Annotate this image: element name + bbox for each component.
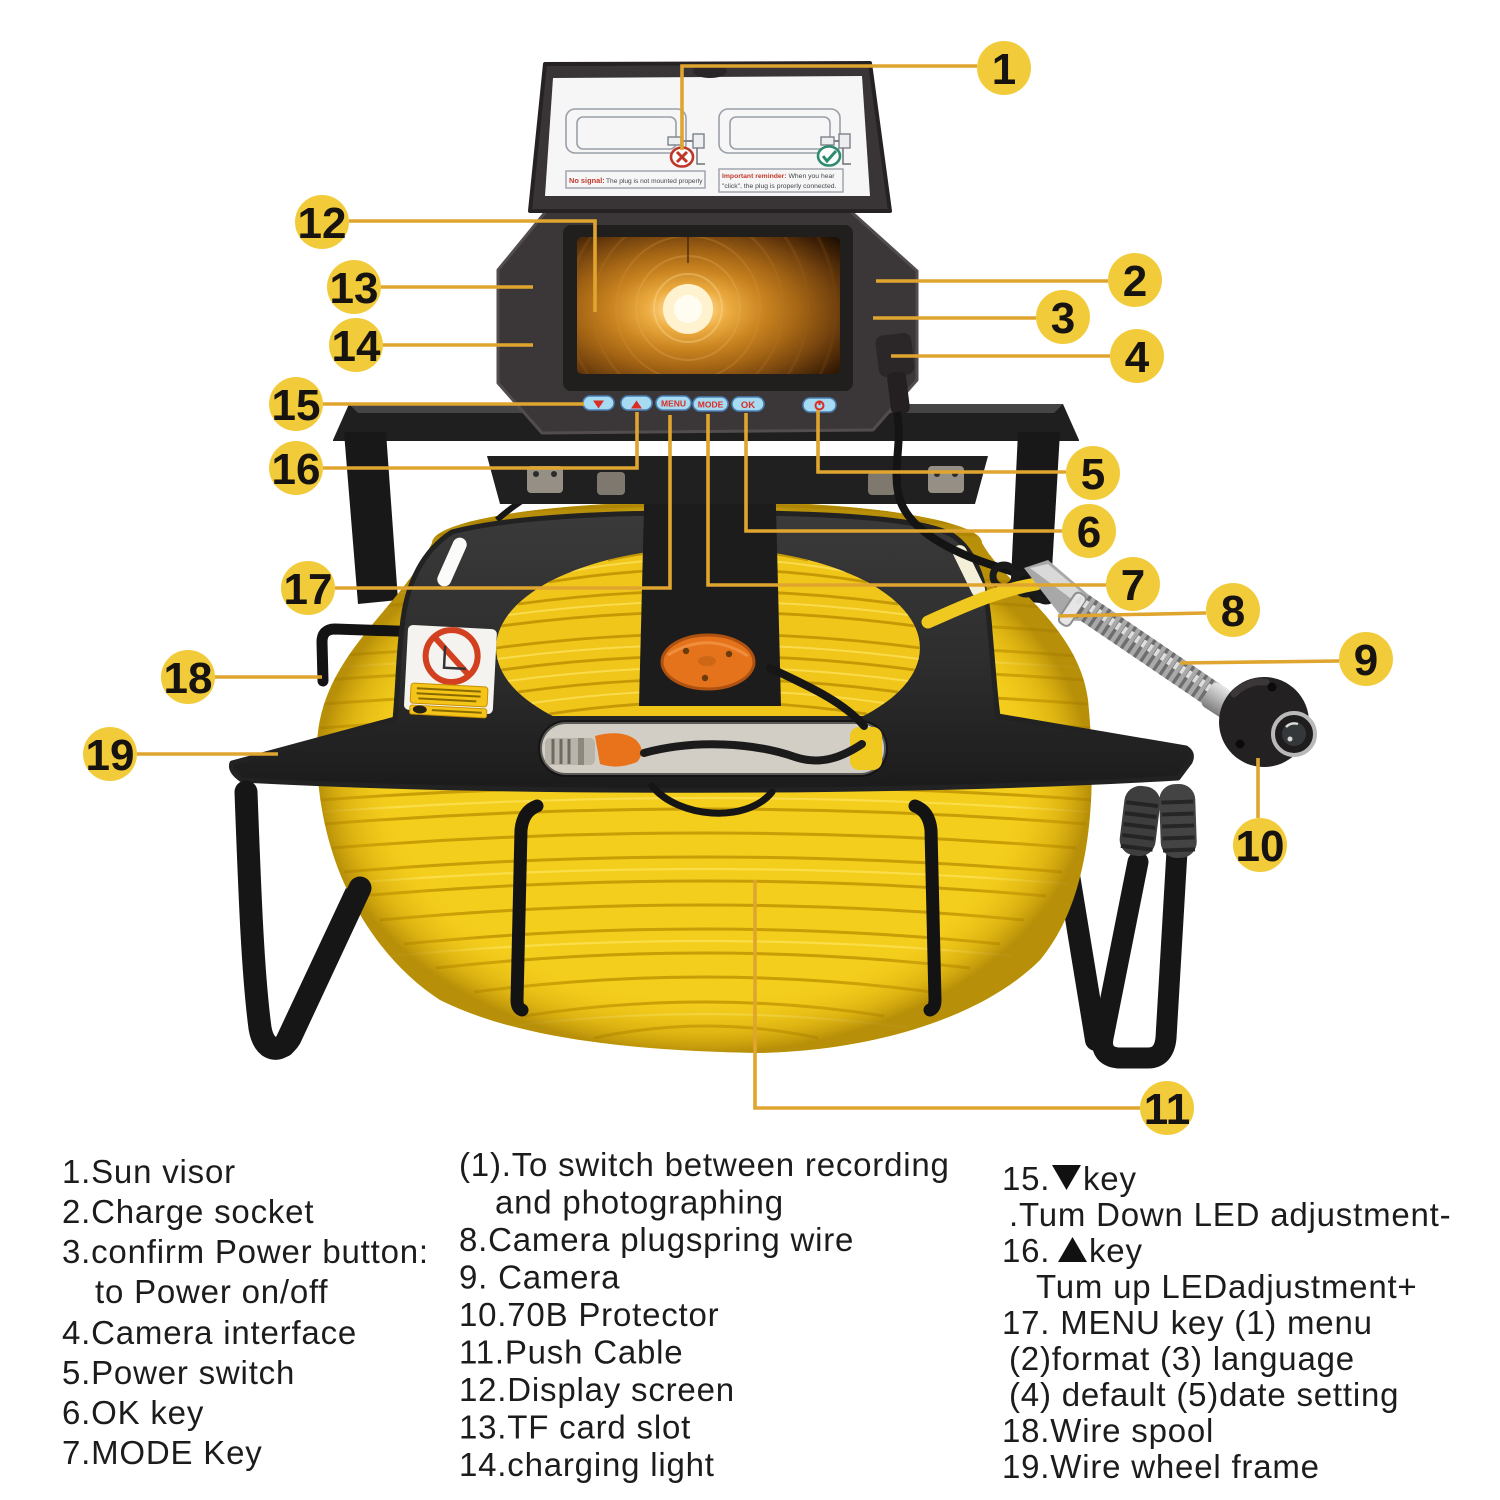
svg-text:12: 12: [298, 199, 347, 248]
svg-text:No signal:: No signal:: [569, 176, 605, 185]
svg-text:7: 7: [1121, 561, 1145, 610]
svg-text:(2)format (3) language: (2)format (3) language: [1009, 1340, 1355, 1377]
svg-text:16: 16: [272, 445, 321, 494]
svg-text:2: 2: [1123, 257, 1147, 306]
svg-text:18.Wire spool: 18.Wire spool: [1002, 1412, 1214, 1449]
svg-text:13: 13: [330, 264, 379, 313]
svg-text:5: 5: [1081, 450, 1105, 499]
svg-text:17: 17: [284, 565, 333, 614]
svg-text:19: 19: [86, 731, 135, 780]
svg-text:10.70B Protector: 10.70B Protector: [459, 1296, 719, 1333]
svg-text:15: 15: [272, 381, 321, 430]
svg-text:11.Push Cable: 11.Push Cable: [459, 1334, 683, 1371]
svg-text:3: 3: [1051, 294, 1075, 343]
svg-text:5.Power switch: 5.Power switch: [62, 1354, 295, 1391]
svg-text:MENU: MENU: [661, 399, 686, 409]
svg-text:14: 14: [332, 322, 381, 371]
svg-text:The plug is not mounted proper: The plug is not mounted properly: [606, 178, 703, 185]
svg-text:1.Sun visor: 1.Sun visor: [62, 1153, 236, 1190]
svg-text:10: 10: [1236, 822, 1285, 871]
svg-text:OK: OK: [741, 400, 755, 411]
svg-text:2.Charge socket: 2.Charge socket: [62, 1193, 314, 1230]
svg-text:8: 8: [1221, 587, 1245, 636]
svg-text:13.TF card slot: 13.TF card slot: [459, 1409, 691, 1446]
svg-text:19.Wire wheel frame: 19.Wire wheel frame: [1002, 1448, 1320, 1485]
svg-text:key: key: [1083, 1160, 1137, 1197]
svg-text:16.: 16.: [1002, 1232, 1050, 1269]
svg-text:1: 1: [992, 45, 1016, 94]
svg-text:17. MENU key (1) menu: 17. MENU key (1) menu: [1002, 1304, 1373, 1341]
svg-text:3.confirm Power button:: 3.confirm Power button:: [62, 1233, 429, 1270]
svg-text:"click", the plug is properly: "click", the plug is properly connected.: [722, 183, 837, 190]
svg-text:14.charging light: 14.charging light: [459, 1446, 715, 1483]
svg-text:4.Camera interface: 4.Camera interface: [62, 1314, 357, 1351]
svg-text:9. Camera: 9. Camera: [459, 1259, 620, 1296]
svg-text:11: 11: [1144, 1085, 1191, 1134]
svg-text:18: 18: [164, 654, 213, 703]
svg-text:7.MODE Key: 7.MODE Key: [62, 1434, 263, 1471]
svg-text:(1).To switch between recordin: (1).To switch between recording: [459, 1146, 950, 1183]
svg-text:8.Camera plugspring wire: 8.Camera plugspring wire: [459, 1221, 854, 1258]
svg-text:.Tum Down LED adjustment-: .Tum Down LED adjustment-: [1009, 1196, 1451, 1233]
svg-text:Tum up LEDadjustment+: Tum up LEDadjustment+: [1036, 1268, 1418, 1305]
svg-text:15.: 15.: [1002, 1160, 1050, 1197]
svg-text:Important reminder: When yo: Important reminder: When you hear: [722, 173, 835, 180]
svg-text:key: key: [1089, 1232, 1143, 1269]
svg-text:to Power on/off: to Power on/off: [95, 1273, 328, 1310]
svg-text:6.OK key: 6.OK key: [62, 1394, 204, 1431]
svg-text:and photographing: and photographing: [495, 1184, 784, 1221]
svg-text:6: 6: [1077, 508, 1101, 557]
svg-text:(4) default (5)date setting: (4) default (5)date setting: [1009, 1376, 1399, 1413]
svg-text:12.Display screen: 12.Display screen: [459, 1371, 735, 1408]
svg-text:MODE: MODE: [698, 400, 724, 410]
svg-text:9: 9: [1354, 636, 1378, 685]
svg-text:4: 4: [1125, 333, 1150, 382]
